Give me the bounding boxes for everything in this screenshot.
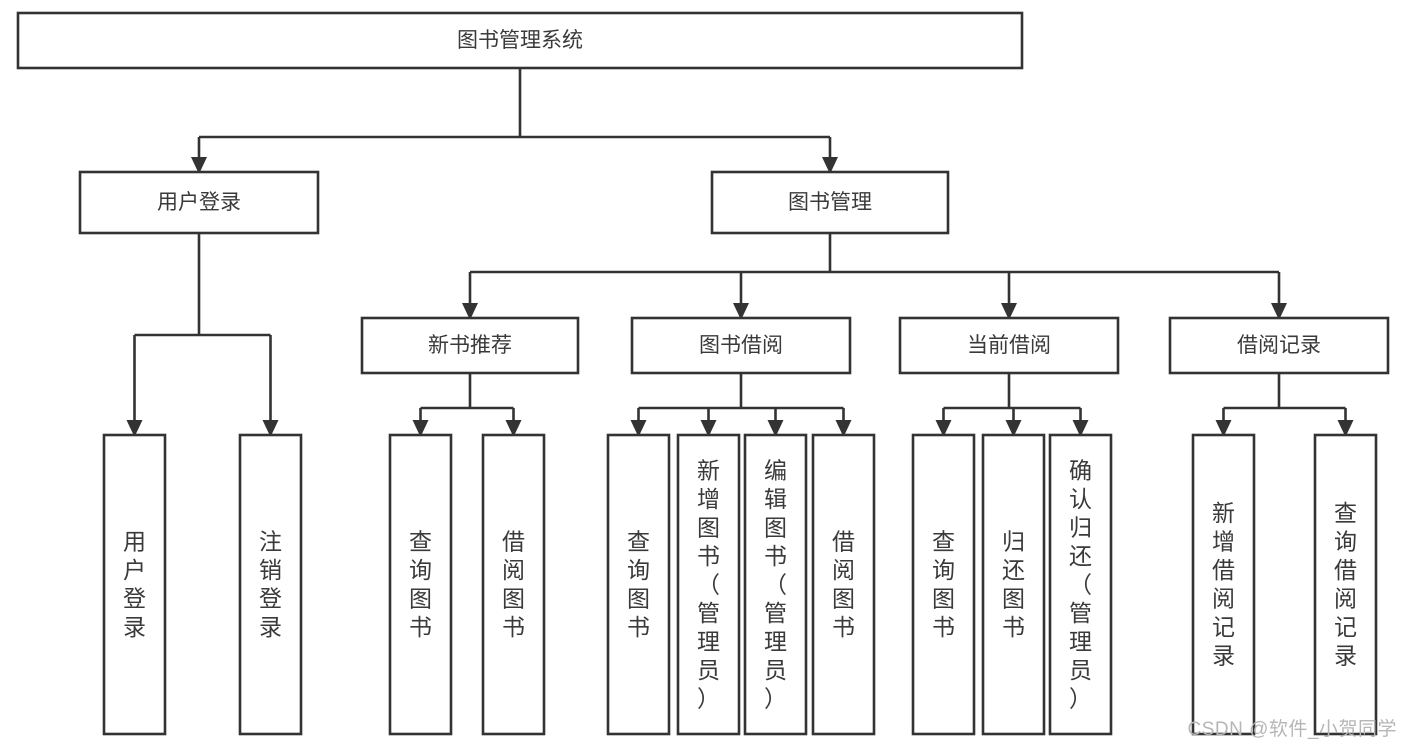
- node-borrow-record-label: 借阅记录: [1237, 334, 1321, 357]
- arrow-head-icon: [700, 420, 717, 437]
- node-leaf-borrow-book[interactable]: [811, 433, 876, 736]
- node-leaf-query-book-cur-label: 查询图书: [932, 529, 955, 641]
- arrow-head-icon: [1215, 420, 1232, 437]
- node-leaf-confirm-return-label: 确认归还（管理员）: [1069, 457, 1092, 711]
- arrow-head-icon: [935, 420, 952, 437]
- node-leaf-add-record-label: 新增借阅记录: [1212, 500, 1235, 669]
- node-leaf-logout[interactable]: [238, 433, 303, 736]
- node-leaf-return-book-label: 归还图书: [1002, 529, 1025, 641]
- arrow-head-icon: [1072, 420, 1089, 437]
- node-book-borrow[interactable]: [630, 316, 852, 375]
- node-book-borrow-label: 图书借阅: [699, 334, 783, 357]
- node-user-login-label: 用户登录: [157, 191, 241, 214]
- arrow-head-icon: [1271, 303, 1287, 320]
- node-leaf-add-record[interactable]: [1191, 433, 1256, 736]
- node-leaf-logout-label: 注销登录: [259, 529, 282, 641]
- node-book-manage[interactable]: [710, 170, 950, 235]
- node-leaf-user-login[interactable]: [102, 433, 167, 736]
- node-leaf-query-book-cur[interactable]: [911, 433, 976, 736]
- node-leaf-query-record-label: 查询借阅记录: [1334, 500, 1357, 669]
- arrow-head-icon: [733, 303, 749, 320]
- node-user-login[interactable]: [78, 170, 320, 235]
- arrow-head-icon: [262, 420, 279, 437]
- node-leaf-add-book[interactable]: [676, 433, 741, 736]
- node-leaf-return-book[interactable]: [981, 433, 1046, 736]
- node-leaf-add-book-label: 新增图书（管理员）: [697, 457, 720, 711]
- node-leaf-edit-book[interactable]: [743, 433, 808, 736]
- arrow-head-icon: [412, 420, 429, 437]
- node-current-borrow-label: 当前借阅: [967, 334, 1051, 357]
- arrow-head-icon: [191, 157, 207, 174]
- node-leaf-query-book-rec-label: 查询图书: [409, 529, 432, 641]
- arrow-head-icon: [462, 303, 478, 320]
- arrow-head-icon: [505, 420, 522, 437]
- arrow-head-icon: [630, 420, 647, 437]
- node-leaf-query-book-label: 查询图书: [627, 529, 650, 641]
- node-book-manage-label: 图书管理: [788, 191, 872, 214]
- arrow-head-icon: [126, 420, 143, 437]
- node-leaf-confirm-return[interactable]: [1048, 433, 1113, 736]
- node-new-book-recommend[interactable]: [360, 316, 580, 375]
- node-leaf-borrow-book-rec[interactable]: [481, 433, 546, 736]
- node-current-borrow[interactable]: [898, 316, 1120, 375]
- node-leaf-user-login-label: 用户登录: [123, 529, 146, 641]
- node-new-book-recommend-label: 新书推荐: [428, 334, 512, 357]
- arrow-head-icon: [1001, 303, 1017, 320]
- node-leaf-query-book[interactable]: [606, 433, 671, 736]
- node-leaf-borrow-book-rec-label: 借阅图书: [502, 529, 525, 641]
- node-leaf-borrow-book-label: 借阅图书: [832, 529, 855, 641]
- node-leaf-query-record[interactable]: [1313, 433, 1378, 736]
- arrow-head-icon: [1005, 420, 1022, 437]
- node-borrow-record[interactable]: [1168, 316, 1390, 375]
- arrow-head-icon: [767, 420, 784, 437]
- node-root-label: 图书管理系统: [457, 29, 583, 52]
- node-leaf-edit-book-label: 编辑图书（管理员）: [764, 457, 787, 711]
- node-leaf-query-book-rec[interactable]: [388, 433, 453, 736]
- csdn-watermark: CSDN @软件_小贺同学: [1187, 719, 1397, 740]
- arrow-head-icon: [1337, 420, 1354, 437]
- arrow-head-icon: [835, 420, 852, 437]
- arrow-head-icon: [822, 157, 838, 174]
- node-root[interactable]: [16, 11, 1024, 70]
